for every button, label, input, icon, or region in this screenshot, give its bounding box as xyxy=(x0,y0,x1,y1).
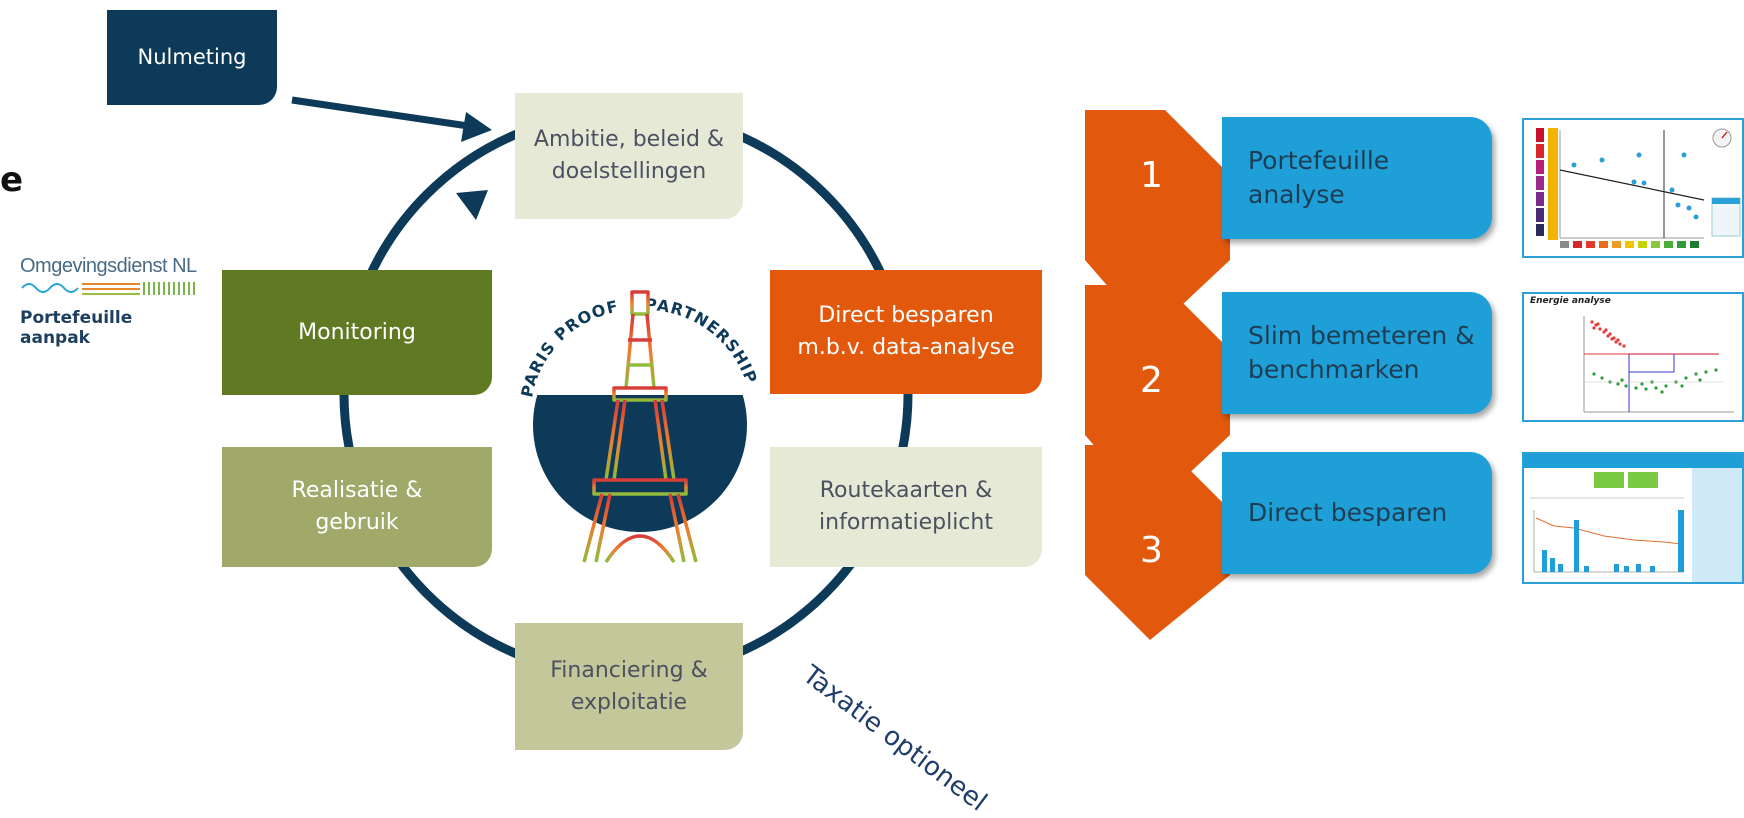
direct-besparen-box: Direct besparen m.b.v. data-analyse xyxy=(770,270,1042,394)
cycle-arrowhead-icon xyxy=(456,190,488,220)
eiffel-tower-icon xyxy=(582,272,698,563)
paris-proof-emblem: PARIS PROOF PARTNERSHIP xyxy=(517,272,760,563)
logo-name: Omgevingsdienst NL xyxy=(20,255,197,277)
cropped-heading-fragment: e xyxy=(0,160,24,200)
energy-scatter-icon xyxy=(1583,316,1734,413)
routekaarten-box: Routekaarten & informatieplicht xyxy=(770,447,1042,567)
portfolio-analysis-thumbnail xyxy=(1522,118,1744,258)
realisatie-box: Realisatie & gebruik xyxy=(222,447,492,567)
monitoring-box: Monitoring xyxy=(222,270,492,395)
omgevingsdienst-logo: Omgevingsdienst NL Portefeuille aanpak xyxy=(20,255,200,348)
nulmeting-label: Nulmeting xyxy=(137,45,247,70)
routekaarten-label: Routekaarten & informatieplicht xyxy=(819,478,993,535)
nulmeting-box: Nulmeting xyxy=(107,10,277,105)
direct-besparen-label: Direct besparen m.b.v. data-analyse xyxy=(797,303,1015,360)
step-chevrons xyxy=(1085,110,1230,640)
step-1-label: Portefeuille analyse xyxy=(1248,146,1390,209)
direct-savings-thumbnail xyxy=(1522,452,1744,584)
energy-analysis-thumbnail: Energie analyse xyxy=(1522,292,1744,422)
nulmeting-arrow-icon xyxy=(291,96,492,142)
step-2-number: 2 xyxy=(1140,360,1163,401)
savings-dashboard-icon xyxy=(1524,454,1742,582)
chevron-1-icon xyxy=(1085,110,1230,335)
chevron-3-icon xyxy=(1085,445,1230,640)
step-1-number: 1 xyxy=(1140,155,1163,196)
logo-wave-icon xyxy=(21,282,195,295)
step-3-number: 3 xyxy=(1140,530,1163,571)
financiering-label: Financiering & exploitatie xyxy=(550,657,708,715)
step-2-box: Slim bemeteren & benchmarken xyxy=(1222,292,1492,414)
step-1-box: Portefeuille analyse xyxy=(1222,117,1492,239)
ambitie-box: Ambitie, beleid & doelstellingen xyxy=(515,93,743,219)
financiering-box: Financiering & exploitatie xyxy=(515,623,743,750)
energy-analysis-title: Energie analyse xyxy=(1530,296,1611,306)
ambitie-label: Ambitie, beleid & doelstellingen xyxy=(533,127,725,184)
step-3-box: Direct besparen xyxy=(1222,452,1492,574)
portfolio-chart-icon xyxy=(1536,128,1741,248)
step-3-label: Direct besparen xyxy=(1248,498,1448,528)
realisatie-label: Realisatie & gebruik xyxy=(291,478,423,535)
logo-subtitle: Portefeuille aanpak xyxy=(20,308,133,348)
monitoring-label: Monitoring xyxy=(298,319,416,345)
step-2-label: Slim bemeteren & benchmarken xyxy=(1248,321,1475,384)
